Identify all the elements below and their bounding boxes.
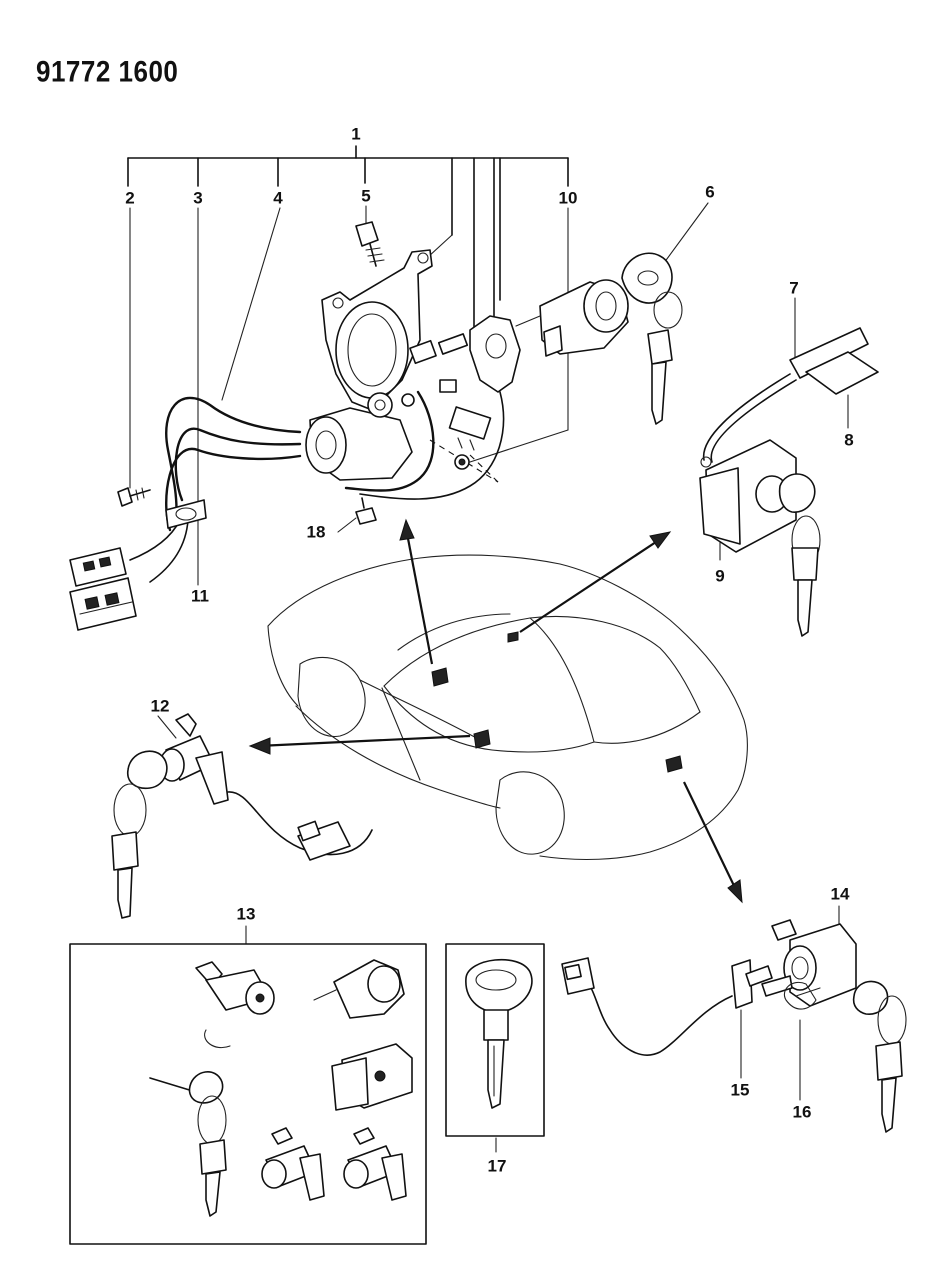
callout-7: 7 [789, 278, 799, 298]
vehicle-outline [267, 554, 748, 861]
callout-15: 15 [730, 1080, 750, 1100]
callout-17: 17 [487, 1156, 507, 1176]
callout-12: 12 [150, 696, 170, 716]
key-blank-box-17 [445, 943, 545, 1137]
door-lock-cylinder-part-12 [111, 713, 373, 919]
callout-9: 9 [715, 566, 725, 586]
callout-8: 8 [844, 430, 854, 450]
callout-1: 1 [351, 124, 361, 144]
bolt-part-5 [355, 221, 385, 267]
callout-5: 5 [361, 186, 371, 206]
callout-10: 10 [558, 188, 578, 208]
location-arrows [248, 518, 743, 904]
wiring-harness [69, 390, 505, 631]
lock-cable-part-7 [700, 327, 879, 468]
callout-2: 2 [125, 188, 135, 208]
callout-16: 16 [792, 1102, 812, 1122]
ignition-key-cylinder-part-6 [515, 252, 683, 425]
screw-part-2 [117, 487, 151, 507]
callout-14: 14 [830, 884, 850, 904]
door-lock-cylinder-part-14 [771, 919, 907, 1133]
callout-1-leader-bracket [127, 145, 569, 341]
lock-rod-part-15 [561, 957, 793, 1056]
retaining-clip-part-16 [784, 982, 821, 1010]
diagram-id: 91772 1600 [36, 54, 179, 89]
callout-6: 6 [705, 182, 715, 202]
lock-cylinder-part-9 [699, 439, 821, 637]
callout-18: 18 [306, 522, 326, 542]
callout-13: 13 [236, 904, 256, 924]
screw-part-18 [355, 497, 377, 525]
ignition-switch-assembly [305, 249, 521, 481]
callout-3: 3 [193, 188, 203, 208]
callout-4: 4 [273, 188, 283, 208]
callout-11: 11 [191, 586, 209, 606]
lock-set-box-13 [69, 943, 427, 1245]
